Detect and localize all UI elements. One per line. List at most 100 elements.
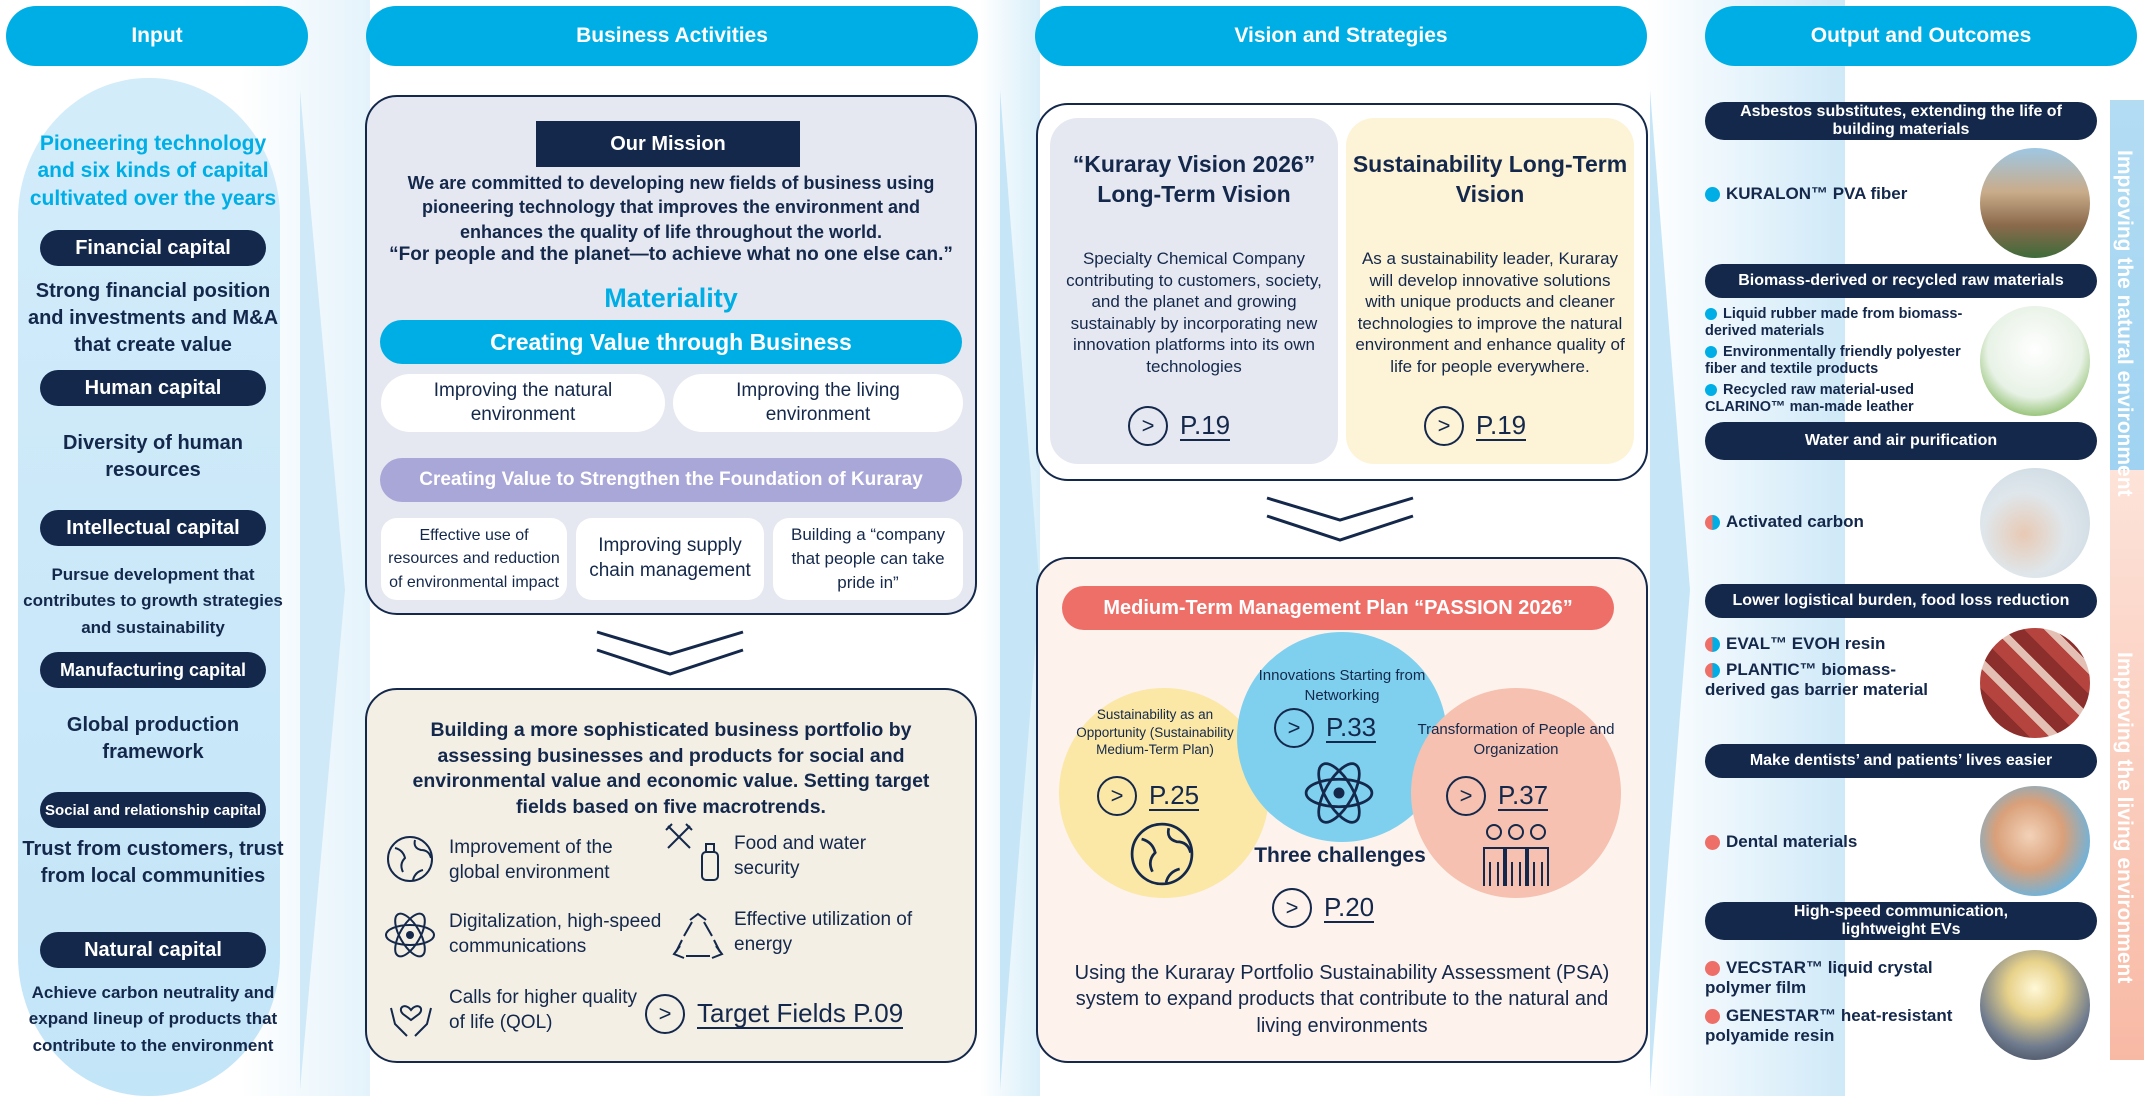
double-chevron-down-icon — [596, 630, 744, 676]
chevron-right-icon: > — [1128, 406, 1168, 446]
chevron-right-icon: > — [1274, 708, 1314, 748]
globe-icon — [1130, 822, 1194, 886]
c3-link[interactable]: > P.37 — [1446, 776, 1549, 816]
sustainability-vision-link[interactable]: > P.19 — [1424, 406, 1527, 446]
natural-env-pill: Improving the natural environment — [381, 374, 665, 432]
output-item-clarino: Recycled raw material-used CLARINO™ man-… — [1705, 382, 1975, 415]
bullet-dot — [1705, 835, 1720, 851]
chevron-right-icon: > — [1424, 406, 1464, 446]
bullet-dot — [1705, 308, 1717, 321]
capital-intellectual-tag: Intellectual capital — [40, 510, 266, 546]
side-band-natural — [2110, 100, 2144, 510]
mission-quote: “For people and the planet—to achieve wh… — [389, 244, 953, 265]
output-item-genestar: GENESTAR™ heat-resistant polyamide resin — [1705, 1006, 1985, 1047]
capital-natural-tag: Natural capital — [40, 932, 266, 968]
output-group-communication: High-speed communication, lightweight EV… — [1705, 902, 2097, 940]
output-group-logistics: Lower logistical burden, food loss reduc… — [1705, 584, 2097, 618]
capital-intellectual-desc: Pursue development that contributes to g… — [23, 565, 283, 637]
output-item-liquid-rubber: Liquid rubber made from biomass-derived … — [1705, 306, 1975, 339]
field-global-env: Improvement of the global environment — [449, 837, 613, 883]
c2-link[interactable]: > P.33 — [1274, 708, 1377, 748]
foundation-item-3: Building a “company that people can take… — [773, 518, 963, 600]
eval-label: EVAL™ EVOH resin — [1726, 634, 1886, 653]
recycle-icon — [672, 912, 724, 959]
dental-label: Dental materials — [1726, 832, 1858, 851]
c2-ref: P.33 — [1326, 711, 1377, 744]
input-intro: Pioneering technology and six kinds of c… — [29, 132, 277, 210]
bullet-dot — [1705, 187, 1720, 203]
arrow-1 — [300, 90, 345, 1090]
foundation-item-2: Improving supply chain management — [576, 518, 764, 600]
fork-knife-bottle-icon — [665, 823, 719, 881]
challenges-ref: P.20 — [1324, 891, 1375, 924]
kuraray-vision-ref: P.19 — [1180, 409, 1231, 442]
water-photo — [1980, 468, 2090, 578]
header-vision: Vision and Strategies — [1035, 6, 1647, 66]
kuralon-label: KURALON™ PVA fiber — [1726, 184, 1908, 203]
output-item-activated-carbon: Activated carbon — [1705, 512, 1945, 532]
people-icon — [1483, 824, 1549, 886]
c1-label: Sustainability as an Opportunity (Sustai… — [1076, 707, 1234, 758]
arrow-3 — [1650, 90, 1690, 1090]
sustainability-vision-box — [1346, 118, 1634, 464]
field-energy: Effective utilization of energy — [734, 909, 913, 955]
c2-label: Innovations Starting from Networking — [1258, 667, 1426, 704]
challenges-link[interactable]: > P.20 — [1272, 888, 1375, 928]
activated-carbon-label: Activated carbon — [1726, 512, 1864, 531]
side-band-living — [2110, 470, 2144, 1060]
double-chevron-down-icon — [1266, 496, 1414, 542]
header-output: Output and Outcomes — [1705, 6, 2137, 66]
output-item-vecstar: VECSTAR™ liquid crystal polymer film — [1705, 958, 1985, 999]
bullet-dot — [1705, 384, 1717, 397]
c3-label: Transformation of People and Organizatio… — [1417, 721, 1615, 758]
capital-social-desc: Trust from customers, trust from local c… — [22, 838, 284, 887]
vecstar-label: VECSTAR™ liquid crystal polymer film — [1705, 958, 1933, 998]
header-business: Business Activities — [366, 6, 978, 66]
field-digitalization: Digitalization, high-speed communication… — [449, 911, 662, 957]
capital-financial-desc: Strong financial position and investment… — [27, 280, 279, 356]
clarino-label: Recycled raw material-used CLARINO™ man-… — [1705, 382, 1915, 415]
mission-title: Our Mission — [536, 121, 800, 167]
globe-icon — [387, 836, 433, 882]
capital-natural-desc: Achieve carbon neutrality and expand lin… — [28, 983, 278, 1055]
dental-photo — [1980, 786, 2090, 896]
sustainability-vision-text: As a sustainability leader, Kuraray will… — [1355, 249, 1625, 376]
output-item-polyester: Environmentally friendly polyester fiber… — [1705, 344, 1980, 377]
capital-financial-tag: Financial capital — [40, 230, 266, 266]
three-challenges: Three challenges — [1254, 844, 1426, 867]
output-item-eval: EVAL™ EVOH resin — [1705, 634, 1945, 654]
polyester-label: Environmentally friendly polyester fiber… — [1705, 344, 1961, 377]
target-fields-label: Target Fields P.09 — [697, 997, 904, 1030]
output-group-asbestos: Asbestos substitutes, extending the life… — [1705, 102, 2097, 140]
bullet-dot — [1705, 637, 1720, 653]
food-photo — [1980, 628, 2090, 738]
side-label-living: Improving the living environment — [2113, 652, 2136, 984]
capital-social-tag: Social and relationship capital — [40, 792, 266, 828]
materiality-title: Materiality — [604, 283, 738, 313]
capital-human-desc: Diversity of human resources — [62, 432, 244, 481]
chevron-right-icon: > — [1097, 776, 1137, 816]
output-group-dental: Make dentists’ and patients’ lives easie… — [1705, 744, 2097, 778]
bullet-dot — [1705, 515, 1720, 531]
field-qol: Calls for higher quality of life (QOL) — [449, 987, 637, 1033]
c1-link[interactable]: > P.25 — [1097, 776, 1200, 816]
sustainability-vision-title: Sustainability Long-Term Vision — [1352, 151, 1628, 207]
c3-ref: P.37 — [1498, 779, 1549, 812]
kuraray-vision-link[interactable]: > P.19 — [1128, 406, 1231, 446]
chevron-right-icon: > — [1272, 888, 1312, 928]
portfolio-text: Building a more sophisticated business p… — [412, 719, 930, 819]
car-photo — [1980, 950, 2090, 1060]
output-group-water-air: Water and air purification — [1705, 422, 2097, 460]
genestar-label: GENESTAR™ heat-resistant polyamide resin — [1705, 1006, 1953, 1046]
mission-text: We are committed to developing new field… — [407, 173, 935, 242]
building-photo — [1980, 148, 2090, 258]
side-label-natural: Improving the natural environment — [2113, 150, 2136, 497]
challenge-circle-sustainability — [1059, 688, 1269, 898]
arrow-2 — [1000, 90, 1040, 1090]
plan-title: Medium-Term Management Plan “PASSION 202… — [1062, 586, 1614, 630]
bullet-dot — [1705, 961, 1720, 977]
bullet-dot — [1705, 346, 1717, 359]
target-fields-link[interactable]: > Target Fields P.09 — [645, 994, 904, 1034]
liquid-rubber-label: Liquid rubber made from biomass-derived … — [1705, 306, 1963, 339]
output-group-biomass: Biomass-derived or recycled raw material… — [1705, 264, 2097, 298]
